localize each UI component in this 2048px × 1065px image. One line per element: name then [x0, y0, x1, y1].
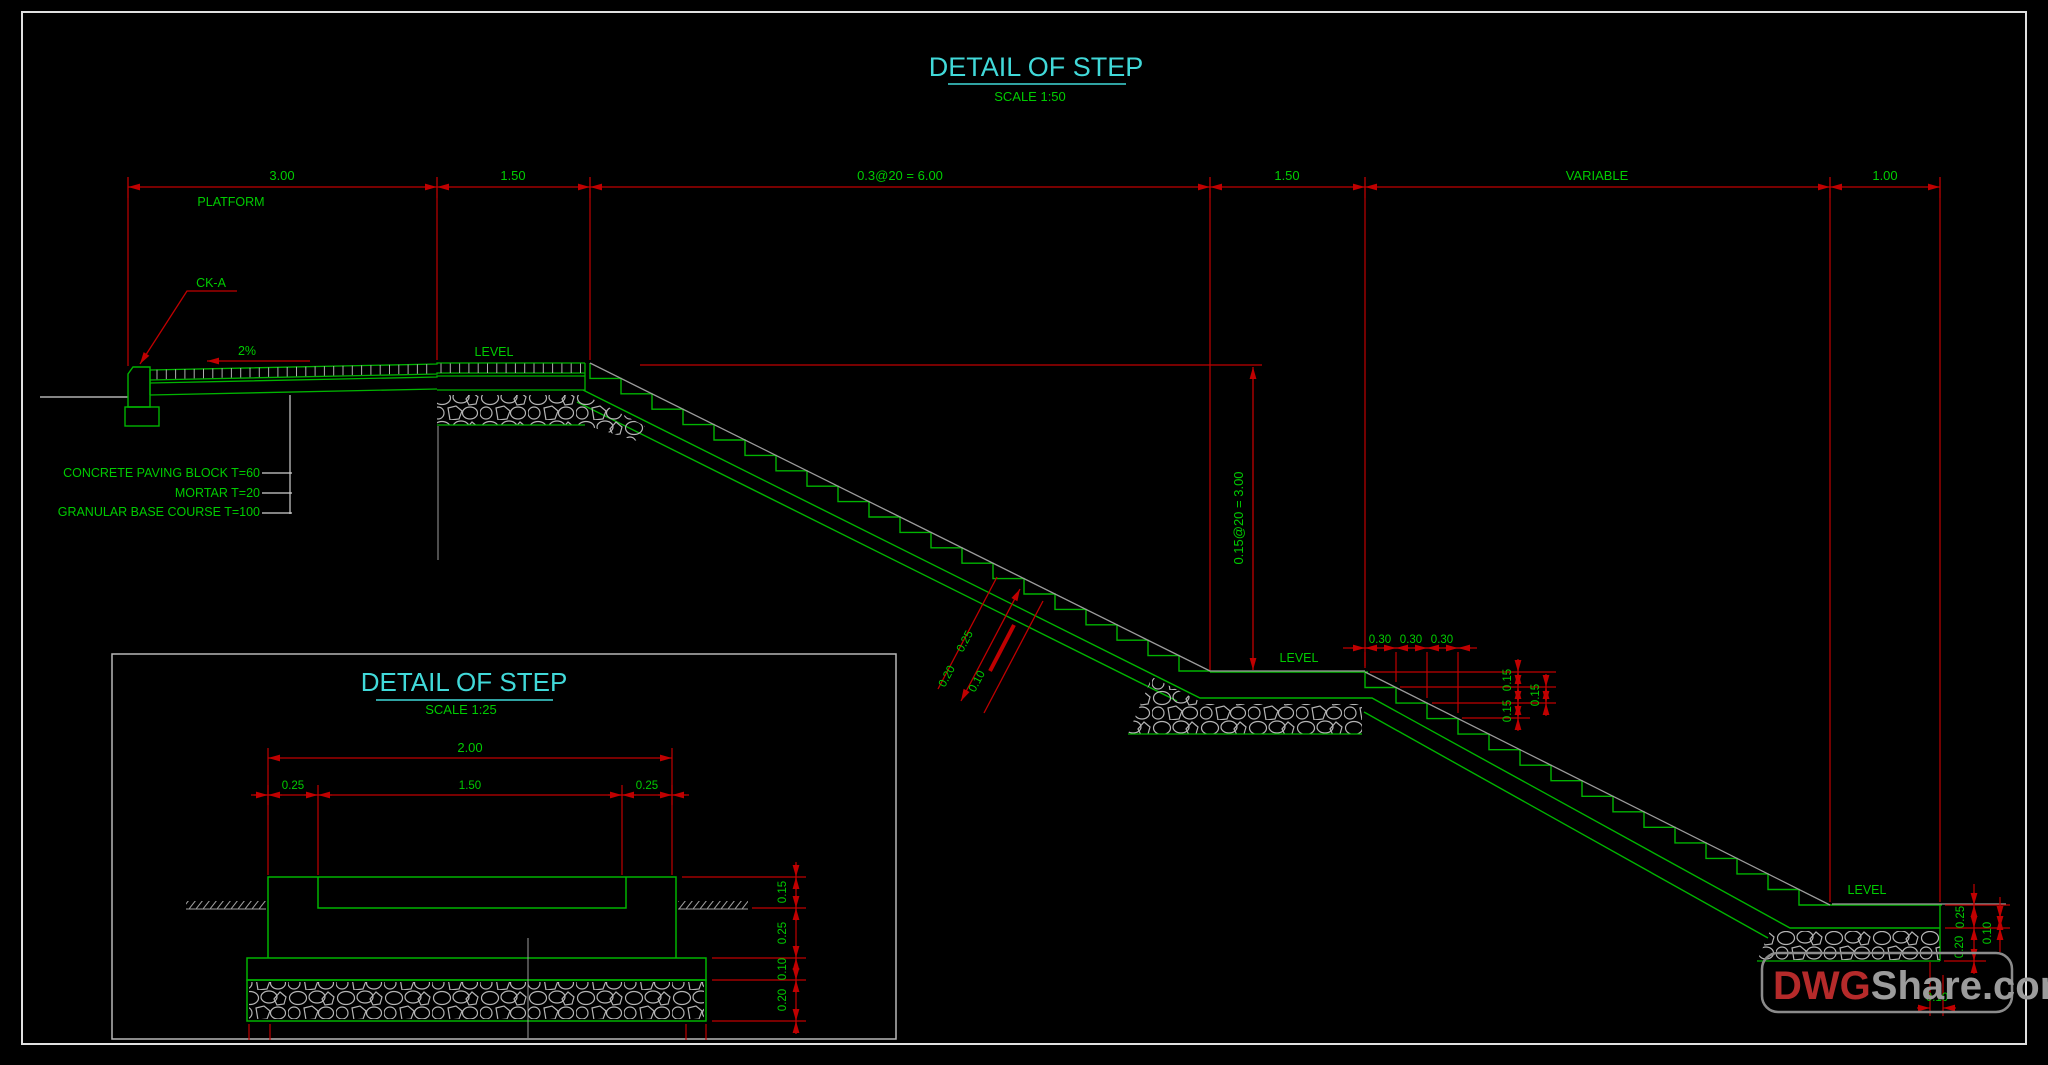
curb-label: CK-A: [196, 276, 227, 290]
dim-mid-landing: 1.50: [1274, 168, 1299, 183]
slab-dim-3: 0.10: [967, 669, 988, 694]
level-label-upper: LEVEL: [475, 345, 514, 359]
main-title-scale: SCALE 1:50: [994, 89, 1066, 104]
detail-stone-hatch: [249, 982, 704, 1019]
watermark-suffix: Share.com: [1871, 964, 2048, 1008]
level-label-mid: LEVEL: [1280, 651, 1319, 665]
end-dim-3: 0.20: [1954, 936, 1966, 958]
slab-soffit-upper-2: [576, 401, 1178, 702]
stair-structure: [576, 363, 1942, 961]
watermark-prefix: DWG: [1773, 964, 1871, 1008]
riser-dim-1: 0.15: [1502, 669, 1514, 691]
landing-paving-ticks: [440, 363, 581, 373]
end-dim-4: 0.10: [1926, 992, 1948, 1004]
tread-dimensions: 0.30 0.30 0.30: [1343, 634, 1477, 713]
detail-ground-hatch: [186, 901, 748, 910]
dim-variable-flight: VARIABLE: [1566, 168, 1629, 183]
detail-title-block: DETAIL OF STEP SCALE 1:25: [361, 667, 568, 717]
platform-label: PLATFORM: [197, 195, 264, 209]
detail-bottom-stubs: [248, 1024, 707, 1040]
top-dim-ticks: [127, 177, 1941, 198]
detail-width-mid: 1.50: [459, 780, 481, 792]
slab-dim-2: 0.20: [937, 664, 958, 689]
detail-title: DETAIL OF STEP: [361, 667, 568, 697]
level-label-bottom: LEVEL: [1848, 883, 1887, 897]
top-dimension-labels: 3.00 1.50 0.3@20 = 6.00 1.50 VARIABLE 1.…: [269, 168, 1897, 183]
sheet-border: [21, 11, 2027, 1045]
platform-structure: [149, 362, 586, 396]
extension-lines: [127, 198, 1941, 902]
main-title: DETAIL OF STEP: [929, 52, 1144, 82]
tread-dim-2: 0.30: [1400, 634, 1422, 646]
tread-dim-3: 0.30: [1431, 634, 1453, 646]
top-dimension-chain: [127, 177, 1941, 902]
detail-height-dimensions: 0.15 0.25 0.10 0.20: [682, 862, 806, 1034]
svg-text:DWGShare.com: DWGShare.com: [1773, 964, 2048, 1008]
riser-dim-arrows: [1514, 659, 1550, 731]
detail-width-dimensions: 2.00 0.25 1.50 0.25: [251, 740, 689, 875]
end-dim-arrows: [1917, 892, 2004, 1012]
riser-dim-3: 0.15: [1502, 700, 1514, 722]
detail-height-1: 0.15: [777, 881, 789, 903]
total-rise-dimension: 0.15@20 = 3.00: [640, 364, 1262, 670]
main-title-block: DETAIL OF STEP SCALE 1:50: [929, 52, 1144, 104]
detail-height-2: 0.25: [777, 922, 789, 944]
slope-label: 2%: [238, 344, 256, 358]
slab-dim-1: 0.25: [955, 629, 976, 654]
slab-thickness-dimensions: 0.25 0.20 0.10: [937, 576, 1044, 714]
material-base-course: GRANULAR BASE COURSE T=100: [58, 505, 260, 519]
curb-detail: [40, 366, 160, 427]
detail-height-3: 0.10: [777, 958, 789, 980]
detail-width-right: 0.25: [636, 780, 658, 792]
dim-upper-landing: 1.50: [500, 168, 525, 183]
detail-total-width: 2.00: [457, 740, 482, 755]
nosing-lines: [589, 362, 2006, 906]
riser-dimensions: 0.15 0.15 0.15: [1370, 659, 1556, 731]
material-paving-block: CONCRETE PAVING BLOCK T=60: [63, 466, 260, 480]
watermark-border: [1760, 951, 2014, 1014]
detail-step-section: [246, 876, 707, 1022]
detail-width-left: 0.25: [282, 780, 304, 792]
upper-flight-steps: [589, 363, 1211, 672]
dim-platform-width: 3.00: [269, 168, 294, 183]
tread-dim-1: 0.30: [1369, 634, 1391, 646]
riser-dim-2: 0.15: [1530, 684, 1542, 706]
stone-base-hatch: [437, 395, 1940, 962]
slab-soffit-lower-2: [1363, 711, 1769, 939]
dim-bottom-landing: 1.00: [1872, 168, 1897, 183]
lower-flight-steps: [1364, 672, 1830, 906]
detail-title-scale: SCALE 1:25: [425, 702, 497, 717]
material-callouts: CONCRETE PAVING BLOCK T=60 MORTAR T=20 G…: [58, 395, 439, 560]
dim-upper-flight: 0.3@20 = 6.00: [857, 168, 943, 183]
watermark: DWGShare.com: [1760, 951, 2048, 1014]
material-mortar: MORTAR T=20: [175, 486, 260, 500]
end-dim-1: 0.25: [1955, 906, 1967, 928]
end-dim-2: 0.10: [1982, 922, 1994, 944]
slope-annotation: 2%: [207, 344, 310, 365]
detail-view-border: [111, 653, 897, 1040]
curb-leader: CK-A: [139, 276, 237, 365]
detail-height-4: 0.20: [777, 989, 789, 1011]
total-rise-label: 0.15@20 = 3.00: [1231, 471, 1246, 564]
platform-paving-ticks: [156, 364, 428, 380]
